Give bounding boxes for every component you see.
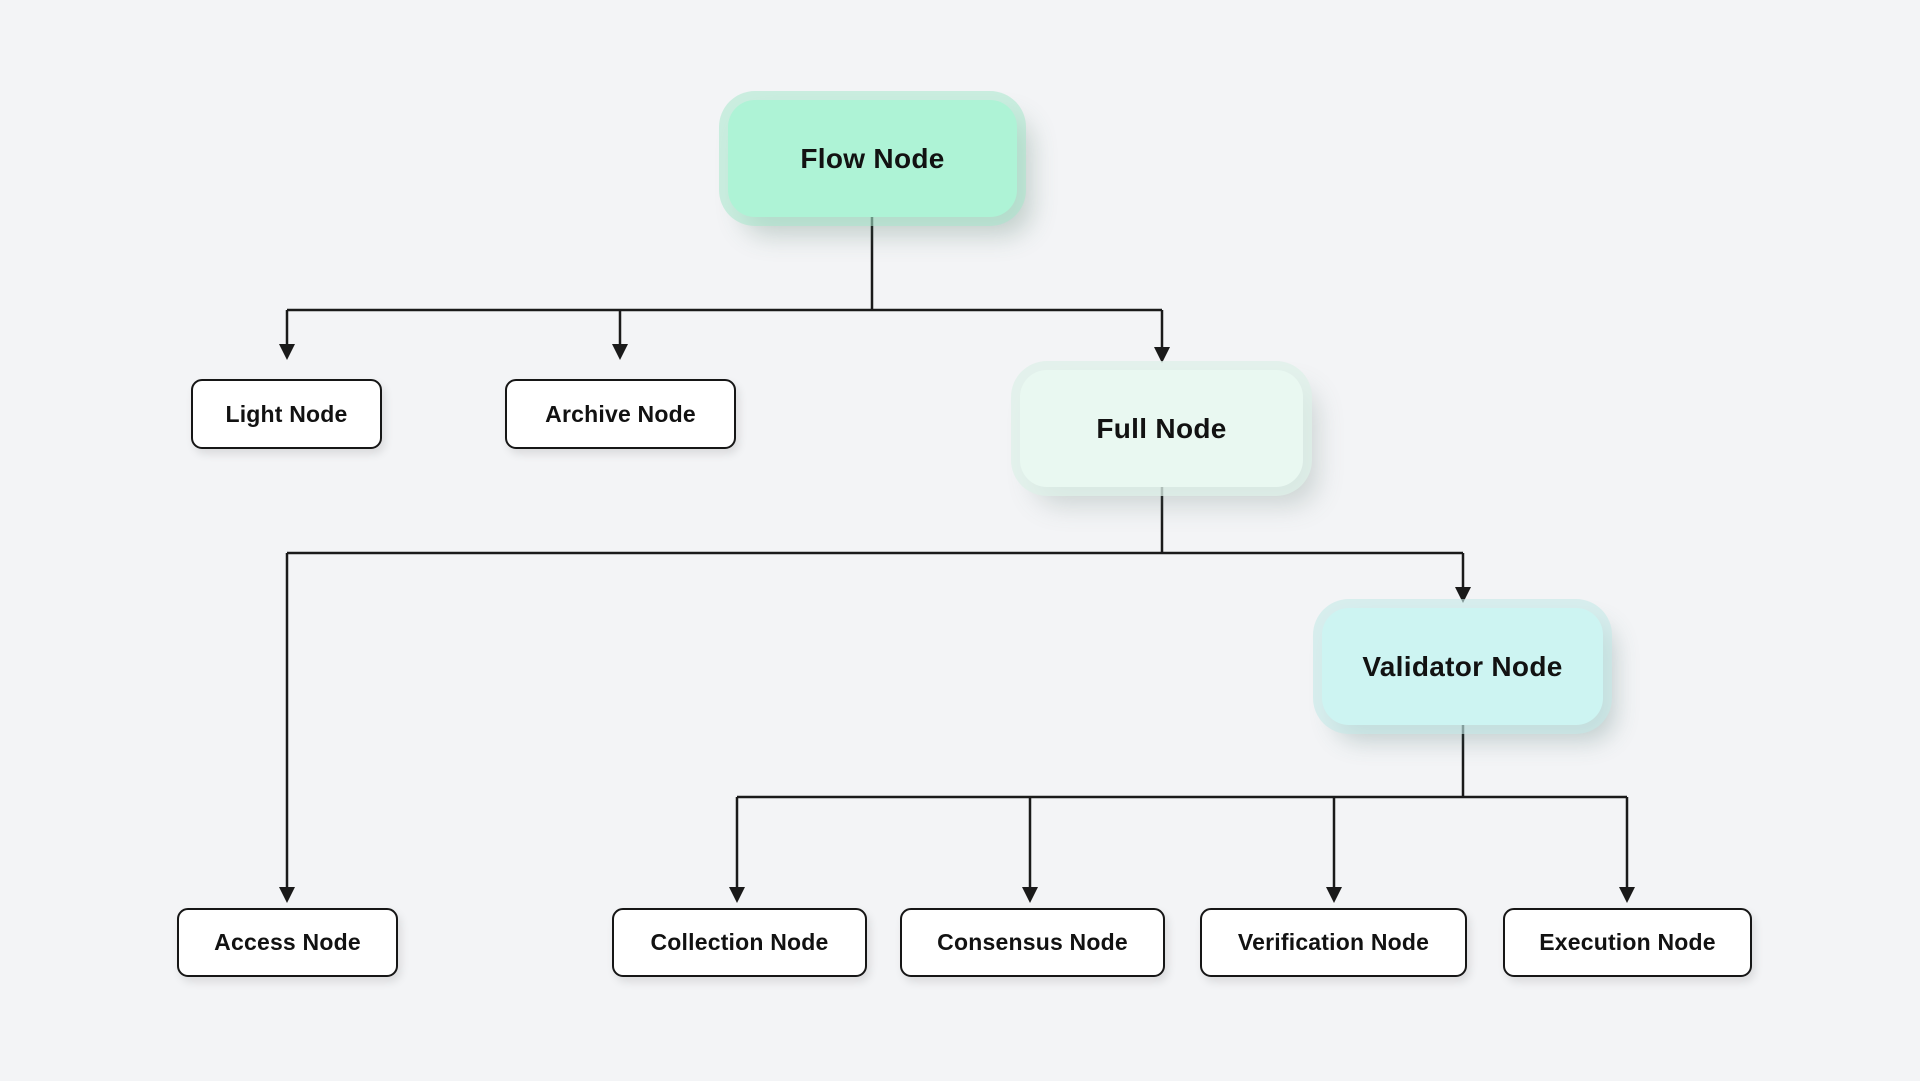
arrowhead-to-full-node bbox=[1154, 347, 1170, 363]
arrowhead-to-verification-node bbox=[1326, 887, 1342, 903]
edges-from-validator-node bbox=[729, 725, 1635, 903]
arrowhead-to-archive-node bbox=[612, 344, 628, 360]
node-validator: Validator Node bbox=[1322, 608, 1603, 725]
node-validator-label: Validator Node bbox=[1362, 650, 1563, 682]
arrowhead-to-access-node bbox=[279, 887, 295, 903]
node-archive: Archive Node bbox=[505, 379, 736, 449]
node-verification-label: Verification Node bbox=[1237, 929, 1430, 955]
edges-from-full-node bbox=[279, 487, 1471, 903]
node-execution-label: Execution Node bbox=[1539, 929, 1716, 955]
node-light-label: Light Node bbox=[225, 400, 348, 427]
node-collection: Collection Node bbox=[612, 908, 867, 977]
node-collection-label: Collection Node bbox=[650, 929, 829, 955]
node-flow-label: Flow Node bbox=[800, 142, 945, 174]
node-access: Access Node bbox=[177, 908, 398, 977]
node-full-label: Full Node bbox=[1096, 412, 1227, 444]
node-light: Light Node bbox=[191, 379, 382, 449]
node-execution: Execution Node bbox=[1503, 908, 1752, 977]
arrowhead-to-collection-node bbox=[729, 887, 745, 903]
node-verification: Verification Node bbox=[1200, 908, 1467, 977]
node-consensus-label: Consensus Node bbox=[937, 929, 1128, 955]
arrowhead-to-execution-node bbox=[1619, 887, 1635, 903]
node-consensus: Consensus Node bbox=[900, 908, 1165, 977]
arrowhead-to-validator-node bbox=[1455, 587, 1471, 603]
node-access-label: Access Node bbox=[214, 929, 361, 955]
node-full: Full Node bbox=[1020, 370, 1303, 487]
node-flow: Flow Node bbox=[728, 100, 1017, 217]
arrowhead-to-consensus-node bbox=[1022, 887, 1038, 903]
arrowhead-to-light-node bbox=[279, 344, 295, 360]
edges-from-flow-node bbox=[279, 217, 1170, 363]
node-archive-label: Archive Node bbox=[545, 400, 696, 427]
